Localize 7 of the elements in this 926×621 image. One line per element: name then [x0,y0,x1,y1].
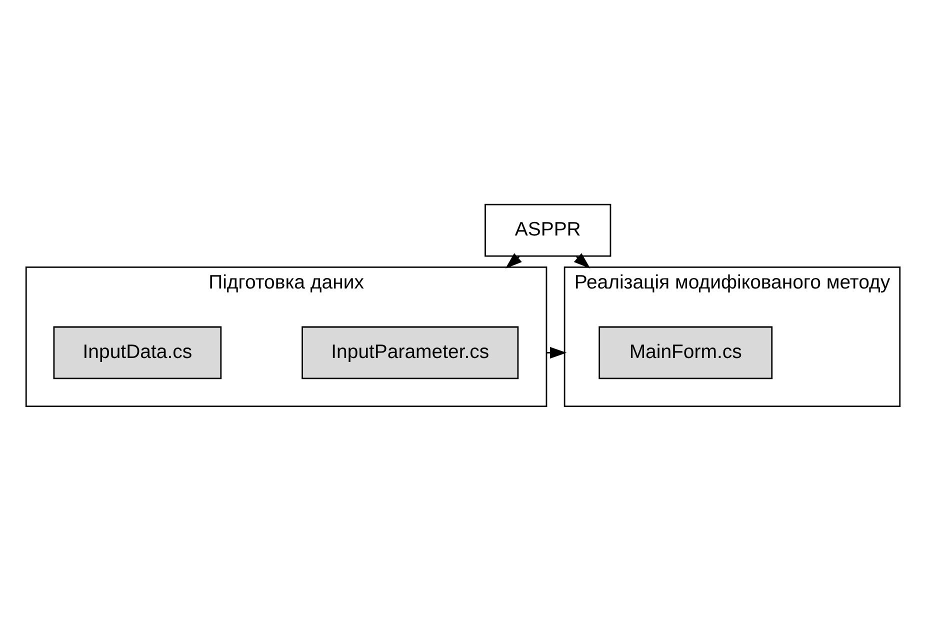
node-box: MainForm.cs [598,326,773,379]
node-box: InputData.cs [53,326,222,379]
arrow [574,252,590,268]
node-box: ASPPR [484,203,612,256]
arrow [505,252,522,268]
arrow [546,346,567,358]
node-box: InputParameter.cs [302,326,519,379]
